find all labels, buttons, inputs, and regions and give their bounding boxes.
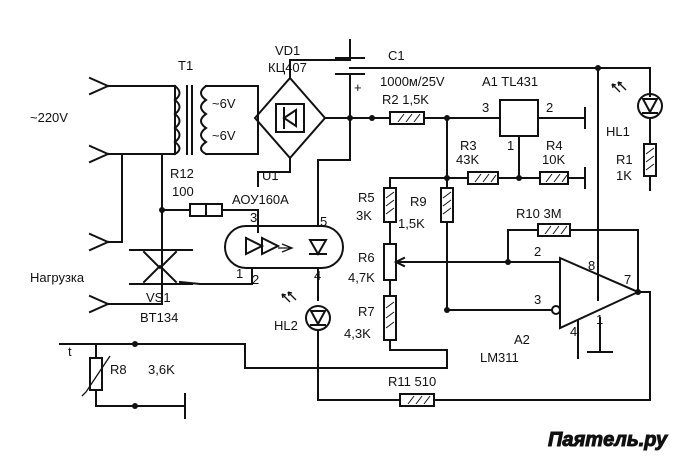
comparator-a2: 2 8 3 7 1 4 A2 LM311 <box>444 244 651 365</box>
r12-value-label: 100 <box>172 184 194 199</box>
u1-supply-wire <box>317 117 351 187</box>
regulator-a1: A1 TL431 3 2 1 <box>482 74 586 179</box>
a1-pin-2: 2 <box>546 100 553 115</box>
vs1-type-label: BT134 <box>140 310 178 325</box>
r4-label: R4 <box>546 138 563 153</box>
mains-input: ~220V <box>30 76 176 164</box>
u1-pin-3: 3 <box>250 210 257 225</box>
optocoupler-u1: U1 АОУ160А 3 5 1 2 4 <box>224 168 344 301</box>
thermistor-r8: t R8 3,6K <box>59 341 448 419</box>
r10-label: R10 3M <box>516 206 562 221</box>
a2-pin-3: 3 <box>534 292 541 307</box>
a2-pin-4: 4 <box>570 324 577 339</box>
u1-label: U1 <box>262 168 279 183</box>
t1-secondary-1-label: ~6V <box>212 96 236 111</box>
triac-vs1: VS1 BT134 <box>129 249 253 325</box>
mains-voltage-label: ~220V <box>30 110 68 125</box>
junction-dot <box>444 307 450 313</box>
junction-dot <box>159 207 165 213</box>
u1-pin-4: 4 <box>314 268 321 283</box>
resistor-r11: R11 510 <box>388 291 651 407</box>
a2-pin-8: 8 <box>588 258 595 273</box>
a2-type-label: LM311 <box>480 350 519 365</box>
u1-pin-2: 2 <box>252 272 259 287</box>
junction-dot <box>369 115 375 121</box>
junction-dot <box>132 403 138 409</box>
r8-label: R8 <box>110 362 127 377</box>
r4-value-label: 10K <box>542 152 565 167</box>
resistor-r3: R3 43K <box>456 138 499 185</box>
led-hl1: HL1 <box>606 81 663 145</box>
r3-value-label: 43K <box>456 152 479 167</box>
resistor-r7: R7 4,3K <box>344 295 397 341</box>
c1-value-label: 1000м/25V <box>380 74 445 89</box>
hl1-label: HL1 <box>606 124 630 139</box>
a2-pin-7: 7 <box>624 272 631 287</box>
r9-label: R9 <box>410 194 427 209</box>
c1-plus-sign: + <box>354 80 362 95</box>
potentiometer-r6: R6 4,7K <box>348 243 511 285</box>
resistor-r2: R2 1,5K <box>382 92 429 125</box>
r11-label: R11 510 <box>388 374 436 389</box>
r6-label: R6 <box>358 250 375 265</box>
r7-label: R7 <box>358 304 375 319</box>
a1-pin-3: 3 <box>482 100 489 115</box>
load-label: Нагрузка <box>30 270 85 285</box>
junction-dot <box>635 289 641 295</box>
a1-pin-1: 1 <box>507 138 514 153</box>
u1-pin-5: 5 <box>320 214 327 229</box>
r1-label: R1 <box>616 152 633 167</box>
r2-label: R2 1,5K <box>382 92 429 107</box>
r9-value-label: 1,5K <box>398 216 425 231</box>
t1-label: T1 <box>178 58 193 73</box>
a1-label: A1 TL431 <box>482 74 538 89</box>
vd1-type-label: КЦ407 <box>268 60 307 75</box>
r12-label: R12 <box>170 166 194 181</box>
junction-dot <box>516 175 522 181</box>
led-hl2: HL2 <box>274 291 401 401</box>
rectifier-bridge-vd1: VD1 КЦ407 <box>229 43 351 187</box>
r8-value-label: 3,6K <box>148 362 175 377</box>
thermistor-t-label: t <box>68 344 72 359</box>
vs1-label: VS1 <box>146 290 171 305</box>
resistor-r10: R10 3M <box>507 206 639 293</box>
r5-value-label: 3K <box>356 208 372 223</box>
c1-label: C1 <box>388 48 405 63</box>
junction-dot <box>595 65 601 71</box>
u1-type-label: АОУ160А <box>232 192 289 207</box>
a2-label: A2 <box>514 332 530 347</box>
vd1-label: VD1 <box>275 43 300 58</box>
resistor-r12: R12 100 <box>159 153 259 251</box>
r3-label: R3 <box>460 138 477 153</box>
u1-pin-1: 1 <box>236 266 243 281</box>
r1-value-label: 1K <box>616 168 632 183</box>
r6-value-label: 4,7K <box>348 270 375 285</box>
a2-pin-1: 1 <box>596 312 603 327</box>
capacitor-c1: + C1 1000м/25V <box>335 39 445 119</box>
junction-dot <box>132 341 138 347</box>
resistor-r9: R9 1,5K <box>398 187 454 231</box>
site-watermark: Паяmель.ру <box>548 429 668 451</box>
hl2-label: HL2 <box>274 318 298 333</box>
load-terminals: Нагрузка <box>30 153 163 314</box>
resistor-r4: R4 10K <box>539 138 569 185</box>
r7-value-label: 4,3K <box>344 326 371 341</box>
a2-pin-2: 2 <box>534 244 541 259</box>
junction-dot <box>444 115 450 121</box>
resistor-r1: R1 1K <box>616 143 657 191</box>
t1-secondary-2-label: ~6V <box>212 128 236 143</box>
transformer-t1: T1 ~6V ~6V <box>173 58 236 156</box>
r5-label: R5 <box>358 190 375 205</box>
resistor-r5: R5 3K <box>356 187 397 223</box>
